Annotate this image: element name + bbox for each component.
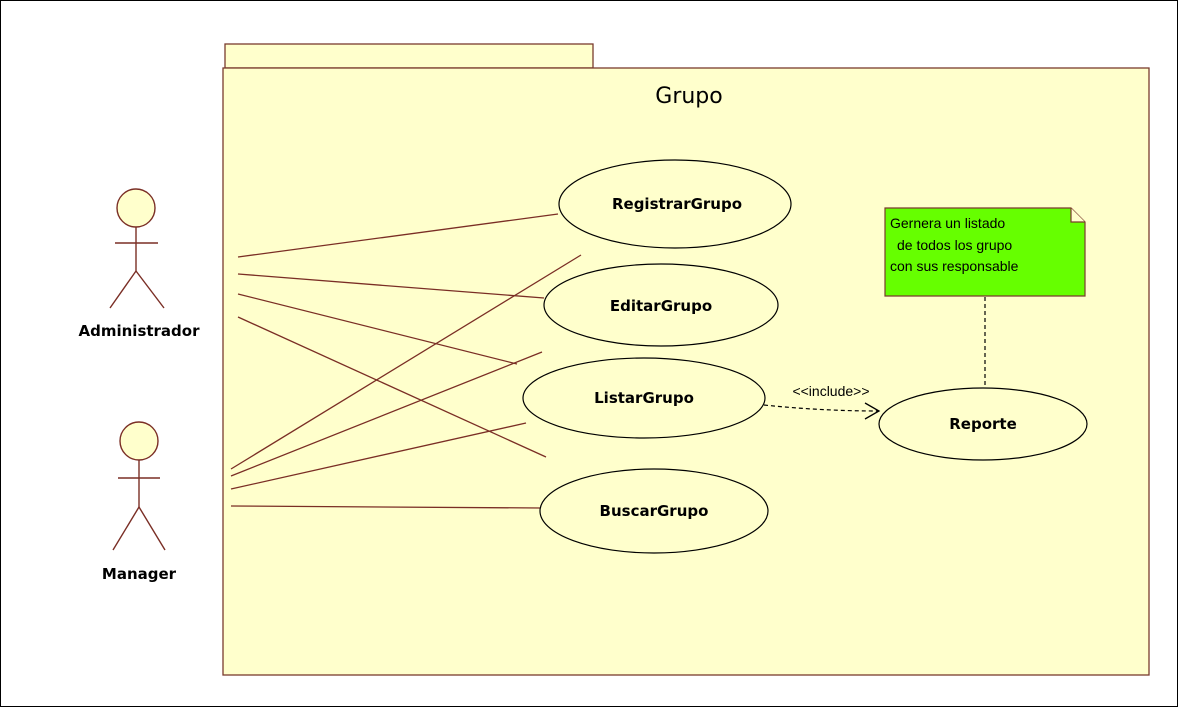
package-grupo: Grupo bbox=[222, 43, 1150, 676]
use-case-registrar-grupo[interactable]: RegistrarGrupo bbox=[558, 159, 792, 249]
actor-label: Manager bbox=[102, 565, 177, 583]
use-case-ellipse bbox=[543, 263, 779, 347]
note-line-1: Gernera un listado bbox=[890, 215, 1005, 231]
assoc-admin-editar bbox=[237, 273, 545, 299]
assoc-manager-registrar bbox=[230, 254, 582, 470]
assoc-admin-listar bbox=[237, 293, 518, 365]
note-fold bbox=[1070, 208, 1085, 223]
actor-left-leg bbox=[109, 270, 137, 309]
include-arrowhead bbox=[864, 402, 881, 420]
assoc-manager-listar bbox=[230, 422, 527, 490]
actor-head bbox=[116, 188, 156, 228]
note-line-2: de todos los grupo bbox=[897, 237, 1012, 253]
use-case-listar-grupo[interactable]: ListarGrupo bbox=[522, 357, 766, 439]
use-case-label: EditarGrupo bbox=[610, 297, 712, 315]
use-case-label: RegistrarGrupo bbox=[612, 195, 742, 213]
assoc-admin-registrar bbox=[237, 213, 559, 258]
actor-right-leg bbox=[135, 270, 165, 309]
assoc-manager-editar bbox=[230, 351, 543, 477]
actor-right-leg bbox=[138, 506, 166, 551]
note-line-3: con sus responsable bbox=[890, 258, 1019, 274]
include-label: <<include>> bbox=[792, 383, 869, 399]
associations bbox=[230, 213, 582, 509]
actor-left-leg bbox=[112, 506, 140, 551]
package-tab bbox=[224, 43, 594, 69]
actor-label: Administrador bbox=[79, 322, 201, 340]
note-reporte: Gernera un listado de todos los grupo co… bbox=[884, 207, 1086, 387]
actor-administrador[interactable]: Administrador bbox=[79, 188, 201, 340]
use-case-ellipse bbox=[878, 387, 1088, 461]
use-case-label: Reporte bbox=[949, 415, 1017, 433]
use-case-ellipse bbox=[522, 357, 766, 439]
include-dashed-line bbox=[763, 404, 880, 412]
use-case-buscar-grupo[interactable]: BuscarGrupo bbox=[539, 468, 769, 554]
note-body bbox=[884, 207, 1086, 297]
assoc-manager-buscar bbox=[230, 505, 542, 509]
use-case-label: BuscarGrupo bbox=[600, 502, 709, 520]
include-relationship: <<include>> bbox=[763, 383, 881, 420]
use-case-reporte[interactable]: Reporte bbox=[878, 387, 1088, 461]
use-case-label: ListarGrupo bbox=[594, 389, 694, 407]
use-case-ellipse bbox=[539, 468, 769, 554]
assoc-admin-buscar bbox=[237, 316, 547, 458]
use-case-ellipse bbox=[558, 159, 792, 249]
use-case-editar-grupo[interactable]: EditarGrupo bbox=[543, 263, 779, 347]
actor-manager[interactable]: Manager bbox=[102, 421, 177, 583]
actor-head bbox=[119, 421, 159, 461]
package-title: Grupo bbox=[655, 84, 722, 109]
